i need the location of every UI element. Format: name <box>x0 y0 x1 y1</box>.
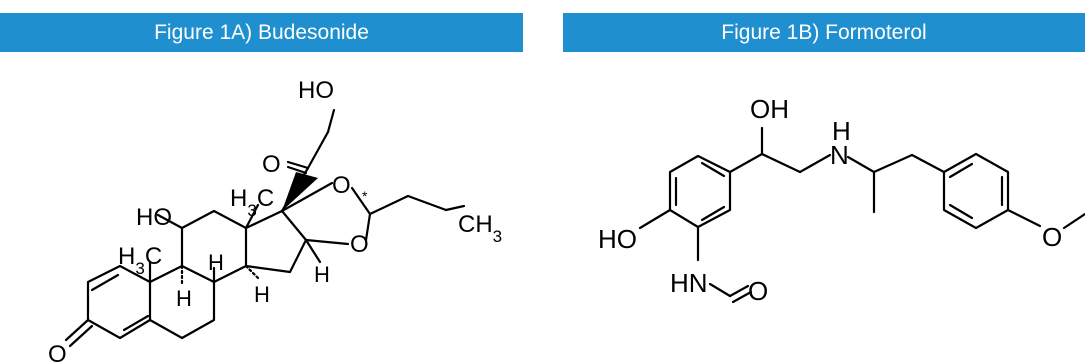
label-ho: HO <box>598 224 637 254</box>
label-o-ring2: O <box>350 231 369 258</box>
label-chiral-mark: * <box>362 188 368 204</box>
wedge-bond <box>282 172 318 211</box>
label-o-ring1: O <box>332 172 351 199</box>
label-ch3: CH3 <box>458 211 502 246</box>
label-nh-h: H <box>832 116 851 146</box>
label-h-2: H <box>208 250 224 275</box>
label-h-3: H <box>254 282 270 307</box>
budesonide-bonds <box>64 108 466 348</box>
label-ho-top: HO <box>298 77 334 104</box>
label-o-bottom: O <box>48 341 67 363</box>
figure-a-title: Figure 1A) Budesonide <box>0 13 523 52</box>
budesonide-structure: HO O O O * H3C CH3 HO H3C H H H H O <box>48 77 502 363</box>
label-o-ether: O <box>1042 222 1062 252</box>
label-oh: OH <box>750 94 789 124</box>
label-hn: HN <box>670 268 708 298</box>
label-nh-n: N <box>830 140 849 170</box>
formoterol-bonds <box>638 126 1085 304</box>
label-ho-left: HO <box>136 204 172 231</box>
label-h-1: H <box>176 286 192 311</box>
label-h-4: H <box>314 262 330 287</box>
label-h3c-2: H3C <box>118 243 162 278</box>
formoterol-structure: OH H N HO HN O O <box>598 94 1085 306</box>
figure-b-title: Figure 1B) Formoterol <box>563 13 1085 52</box>
label-h3c-1: H3C <box>230 185 274 220</box>
label-o-ketone: O <box>262 151 281 178</box>
label-o-formyl: O <box>748 276 768 306</box>
